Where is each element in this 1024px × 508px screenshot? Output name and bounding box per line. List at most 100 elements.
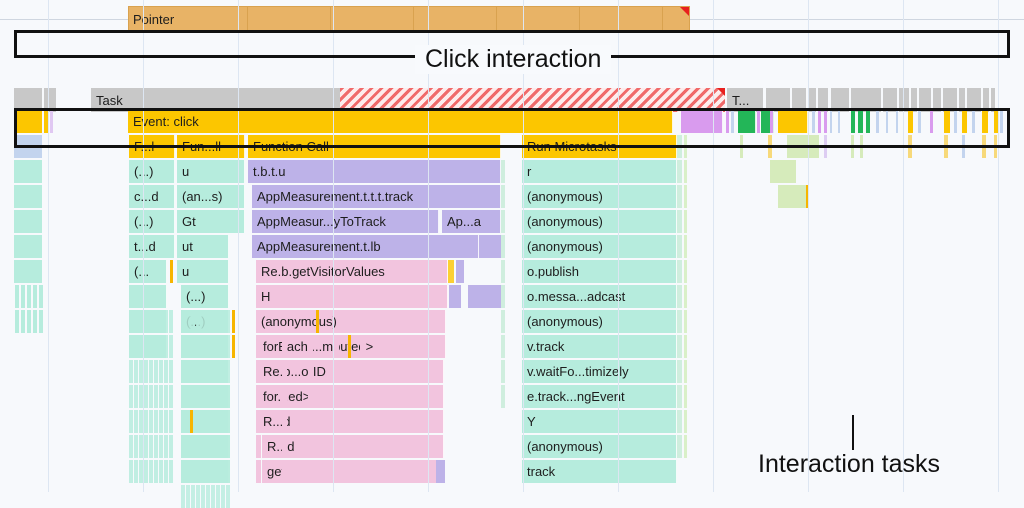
flame-micro-entry[interactable] [159,435,163,458]
flame-micro-entry[interactable] [501,360,505,383]
flame-micro-entry[interactable] [501,285,505,308]
flame-micro-entry[interactable] [684,235,687,258]
flame-micro-entry[interactable] [196,335,200,358]
flame-micro-entry[interactable] [201,460,205,483]
flame-micro-entry[interactable] [181,335,185,358]
flame-micro-entry[interactable] [169,385,173,408]
flame-micro-entry[interactable] [139,360,143,383]
flame-micro-entry[interactable] [139,460,143,483]
flame-micro-entry[interactable] [360,360,365,383]
flame-micro-entry[interactable] [221,435,225,458]
flame-micro-entry[interactable] [896,110,898,133]
flame-micro-entry[interactable] [154,435,158,458]
flame-micro-entry[interactable] [386,410,391,433]
flame-micro-entry[interactable] [360,335,365,358]
flame-frame[interactable]: e.track...ngEvent [522,385,677,408]
flame-micro-entry[interactable] [144,310,148,333]
flame-micro-entry[interactable] [226,385,230,408]
flame-micro-entry[interactable] [149,410,153,433]
flame-frame[interactable]: AppMeasur...yToTrack [252,210,439,233]
flame-micro-entry[interactable] [226,335,230,358]
flame-micro-entry[interactable] [33,285,37,308]
flame-micro-entry[interactable] [684,360,687,383]
flame-micro-entry[interactable] [221,335,225,358]
flame-micro-entry[interactable] [221,485,225,508]
flame-frame[interactable]: (...) [129,210,175,233]
flame-micro-entry[interactable] [930,110,933,133]
task-block[interactable] [991,88,995,112]
flame-micro-entry[interactable] [206,385,210,408]
flame-micro-entry[interactable] [191,435,195,458]
flame-micro-entry[interactable] [181,310,185,333]
flame-micro-entry[interactable] [221,385,225,408]
flame-micro-entry[interactable] [154,460,158,483]
flame-micro-entry[interactable] [201,335,205,358]
task-block[interactable] [44,88,56,112]
flame-micro-entry[interactable] [149,460,153,483]
flame-micro-entry[interactable] [216,485,220,508]
flame-micro-entry[interactable] [830,110,832,133]
flame-micro-entry[interactable] [154,410,158,433]
flame-micro-entry[interactable] [226,460,230,483]
flame-micro-entry[interactable] [501,335,505,358]
flame-micro-entry[interactable] [812,110,815,133]
flame-micro-entry[interactable] [412,385,417,408]
flame-frame[interactable] [681,110,723,133]
flame-micro-entry[interactable] [206,360,210,383]
flame-micro-entry[interactable] [806,185,808,208]
flame-micro-entry[interactable] [221,360,225,383]
flame-micro-entry[interactable] [334,335,339,358]
flame-micro-entry[interactable] [216,410,220,433]
flame-frame[interactable]: v.track [522,335,677,358]
flame-micro-entry[interactable] [201,485,205,508]
flame-micro-entry[interactable] [196,410,200,433]
flame-micro-entry[interactable] [159,410,163,433]
flame-micro-entry[interactable] [684,335,687,358]
flame-micro-entry[interactable] [196,360,200,383]
flame-micro-entry[interactable] [851,110,855,133]
flame-micro-entry[interactable] [164,385,168,408]
flame-micro-entry[interactable] [186,385,190,408]
flame-micro-entry[interactable] [316,310,319,333]
flame-micro-entry[interactable] [206,335,210,358]
flame-micro-entry[interactable] [134,310,138,333]
flame-micro-entry[interactable] [154,310,158,333]
flame-micro-entry[interactable] [677,235,682,258]
flame-micro-entry[interactable] [159,385,163,408]
flame-micro-entry[interactable] [149,385,153,408]
flame-micro-entry[interactable] [448,260,454,283]
flame-micro-entry[interactable] [360,435,365,458]
flame-micro-entry[interactable] [962,110,967,133]
task-block[interactable] [919,88,931,112]
flame-micro-entry[interactable] [144,335,148,358]
flame-frame[interactable]: Gt [177,210,245,233]
flame-micro-entry[interactable] [412,335,417,358]
flame-micro-entry[interactable] [334,460,339,483]
flame-micro-entry[interactable] [129,335,133,358]
flame-micro-entry[interactable] [386,460,391,483]
flame-micro-entry[interactable] [186,485,190,508]
flame-frame[interactable]: o.messa...adcast [522,285,677,308]
flame-frame[interactable]: u [177,260,229,283]
flame-micro-entry[interactable] [186,310,190,333]
flame-micro-entry[interactable] [501,235,505,258]
flame-micro-entry[interactable] [226,360,230,383]
flame-micro-entry[interactable] [196,485,200,508]
flame-micro-entry[interactable] [201,310,205,333]
flame-micro-entry[interactable] [334,410,339,433]
task-block[interactable] [967,88,981,112]
flame-micro-entry[interactable] [134,460,138,483]
flame-micro-entry[interactable] [21,285,25,308]
flame-micro-entry[interactable] [677,435,682,458]
flame-frame[interactable]: o.publish [522,260,677,283]
flame-micro-entry[interactable] [129,385,133,408]
flame-micro-entry[interactable] [479,235,501,258]
flame-micro-entry[interactable] [201,385,205,408]
flame-frame[interactable]: forEach....mputed> [258,335,446,358]
flame-micro-entry[interactable] [866,110,870,133]
flame-micro-entry[interactable] [186,435,190,458]
flame-micro-entry[interactable] [918,110,921,133]
flame-frame[interactable]: v.waitFo...timizely [522,360,677,383]
flame-micro-entry[interactable] [196,385,200,408]
task-block[interactable] [808,88,816,112]
